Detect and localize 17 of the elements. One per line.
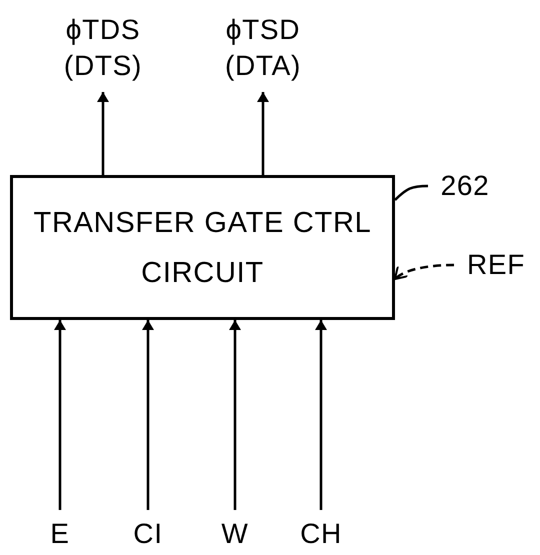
leader-line <box>394 184 428 201</box>
signal-label: 262 <box>432 168 498 204</box>
signal-label: W <box>215 516 255 552</box>
signal-label: ϕTDS (DTS) <box>48 8 158 88</box>
arrow <box>97 92 109 175</box>
circuit-block: TRANSFER GATE CTRL CIRCUIT <box>10 175 395 320</box>
signal-label: E <box>40 516 80 552</box>
signal-label: REF <box>458 247 534 283</box>
arrow <box>315 320 327 510</box>
signal-label: CI <box>124 516 172 552</box>
signal-label: ϕTSD (DTA) <box>208 8 318 88</box>
arrow <box>229 320 241 510</box>
arrow <box>54 320 66 510</box>
arrow <box>394 264 454 280</box>
signal-label: CH <box>296 516 346 552</box>
arrow <box>142 320 154 510</box>
arrow <box>257 92 269 175</box>
